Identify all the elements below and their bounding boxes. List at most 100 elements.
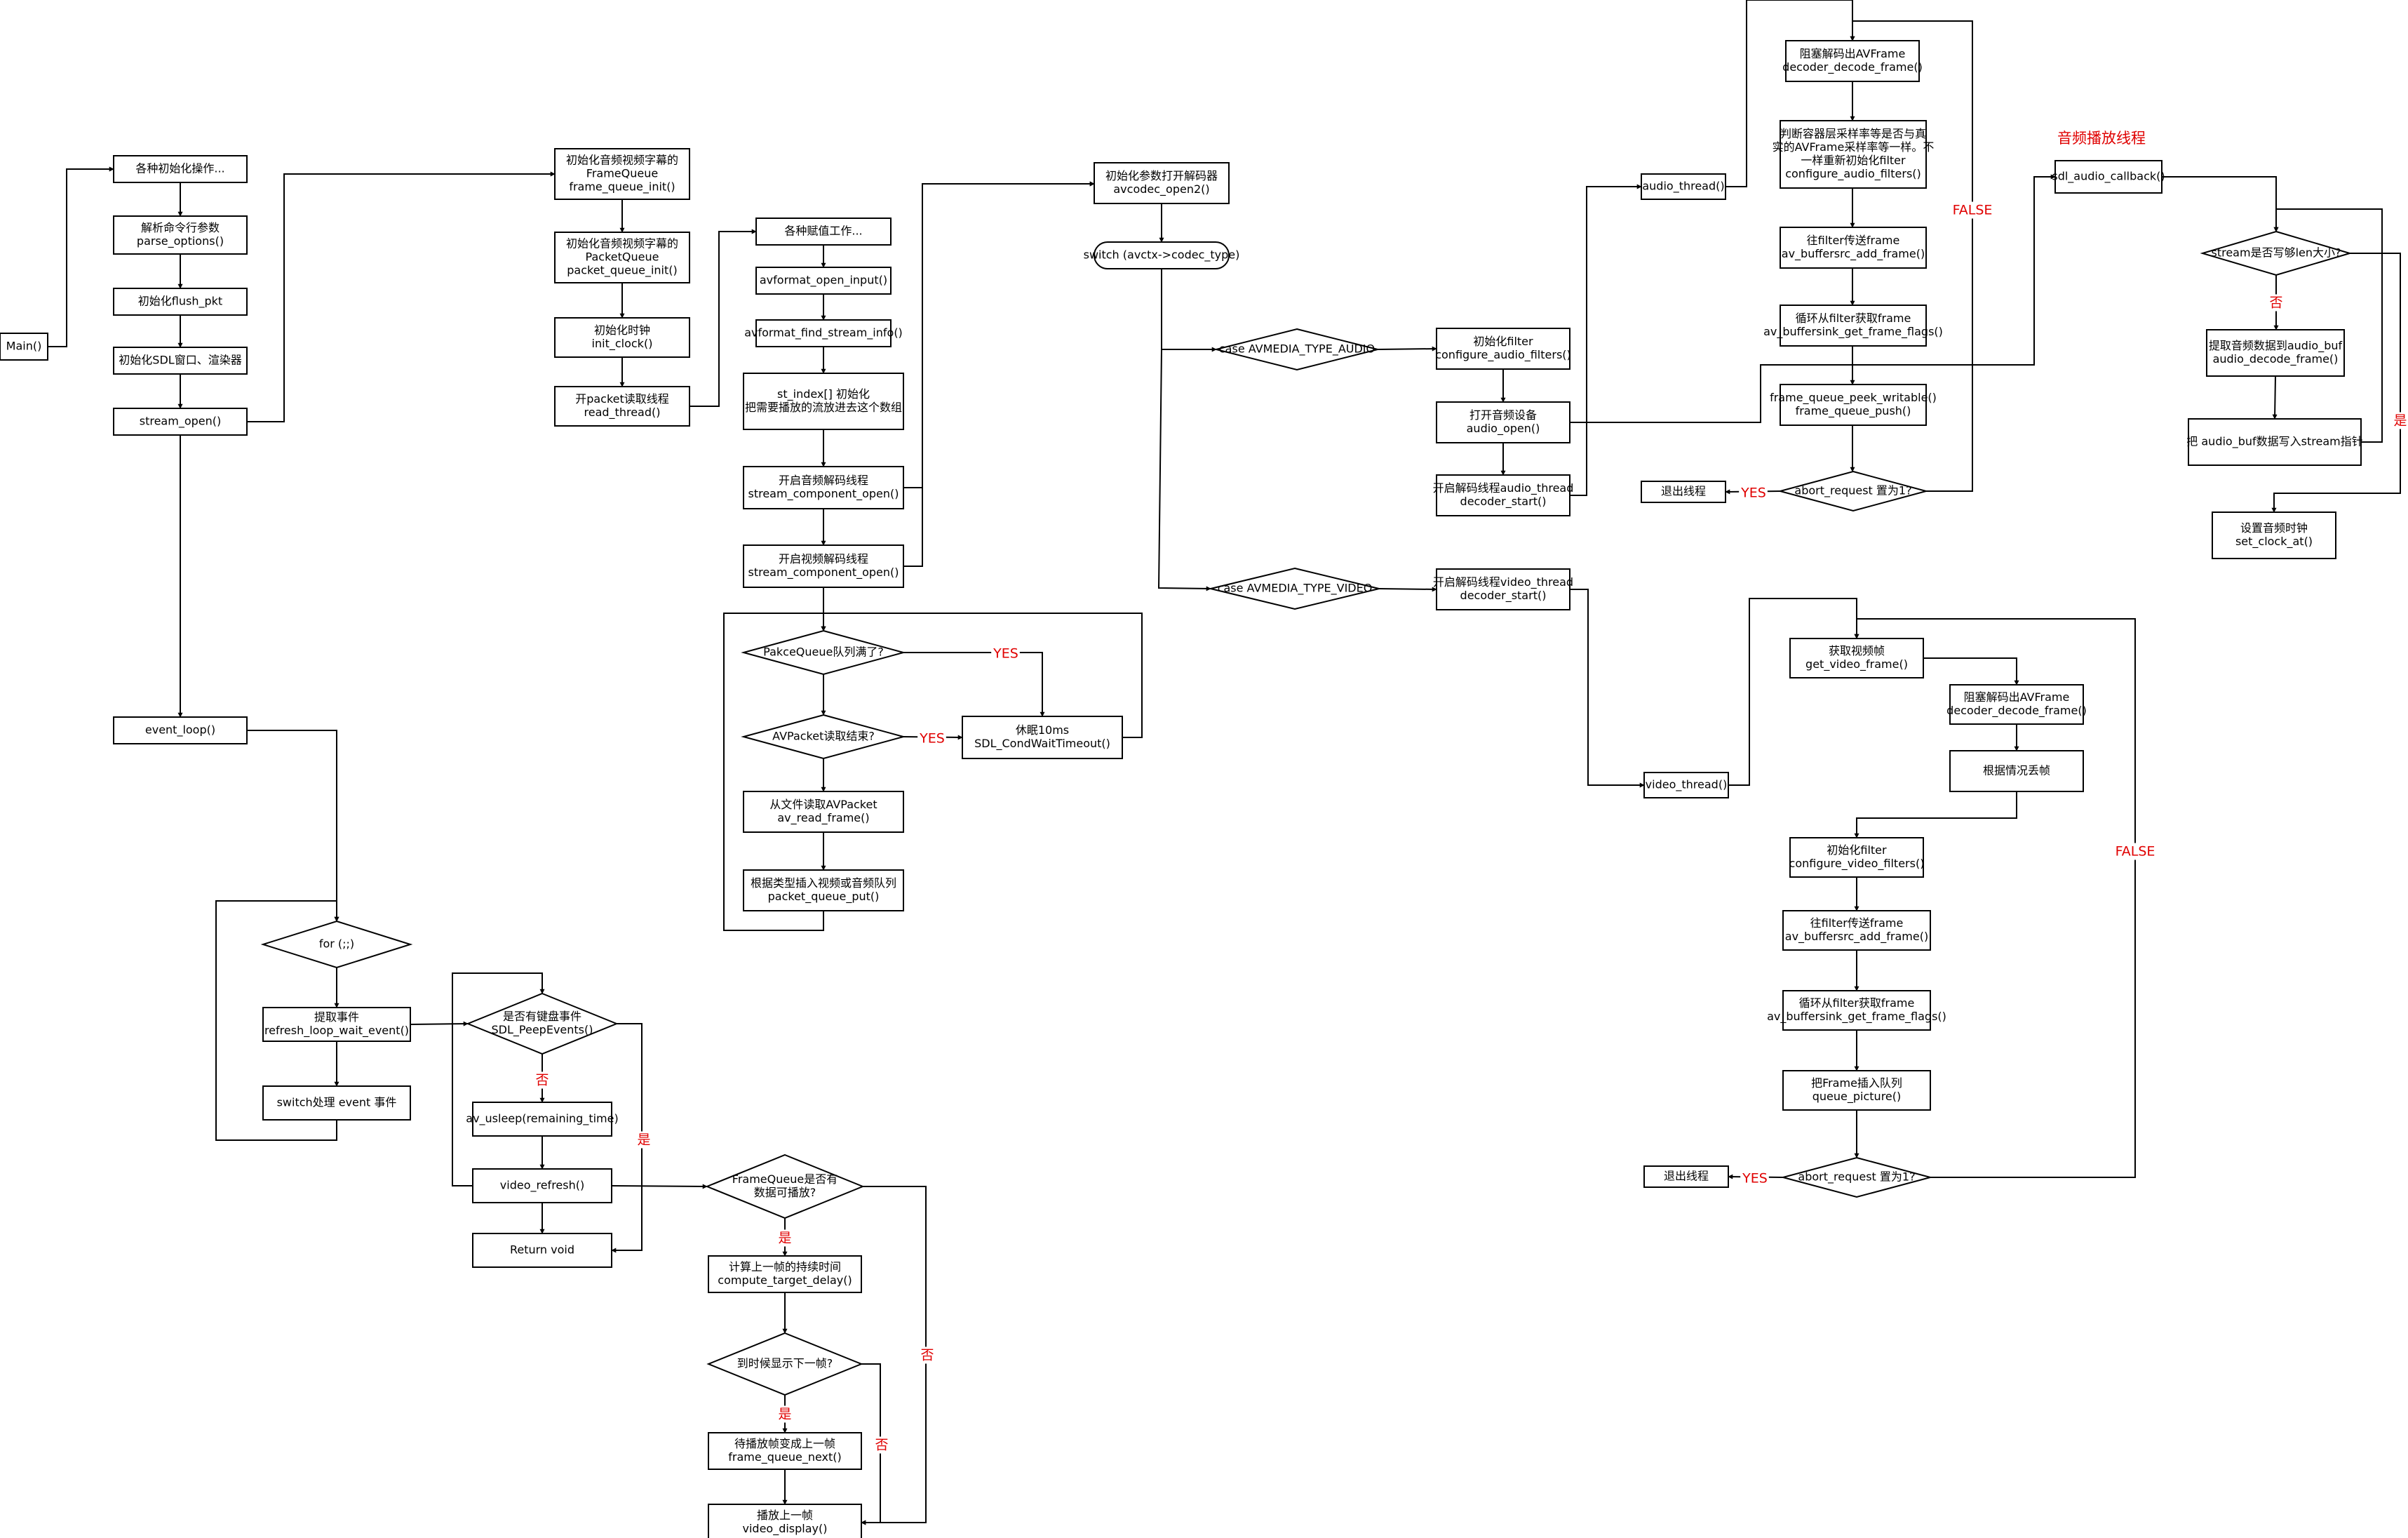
node-text: 往filter传送frame: [1810, 916, 1904, 930]
edge-label-peep-to-return_void: 是: [637, 1132, 650, 1148]
nodes-layer: Main()各种初始化操作...解析命令行参数parse_options()初始…: [0, 40, 2363, 1538]
node-shape: [1436, 328, 1570, 370]
node-text: init_clock(): [592, 337, 653, 351]
edge-label-bg: [2113, 843, 2157, 860]
node-text: 阻塞解码出AVFrame: [1964, 690, 2070, 704]
node-shape: [1949, 750, 2084, 792]
node-shape: [1780, 384, 1927, 426]
node-shape: [706, 1332, 863, 1396]
node-text: audio_thread(): [1642, 180, 1724, 194]
edge-label-bg: [2392, 412, 2408, 429]
node-text: 开启视频解码线程: [779, 552, 868, 566]
node-text: 退出线程: [1661, 485, 1706, 498]
edge-stream_open-to-fq_init: [247, 171, 556, 422]
node-a-push: frame_queue_peek_writable()frame_queue_p…: [1770, 384, 1937, 426]
node-shape: [2188, 418, 2362, 466]
node-write-stream: 把 audio_buf数据写入stream指针: [2186, 418, 2363, 466]
node-case-audio: case AVMEDIA_TYPE_AUDIO: [1216, 328, 1378, 371]
node-text: 从文件读取AVPacket: [769, 798, 877, 811]
node-text: decoder_decode_frame(): [1946, 704, 2087, 718]
node-shape: [113, 288, 248, 316]
node-text: 往filter传送frame: [1807, 234, 1900, 247]
node-text: stream_open(): [140, 415, 221, 429]
node-text: Return void: [510, 1243, 574, 1257]
node-text: frame_queue_init(): [569, 180, 675, 194]
node-shape: [554, 317, 690, 358]
node-text: 解析命令行参数: [141, 221, 220, 234]
edge-label-bg: [917, 730, 946, 747]
node-text: parse_options(): [137, 234, 224, 248]
node-text: 是否有键盘事件: [503, 1010, 581, 1023]
node-shape: [743, 791, 904, 833]
node-open-input: avformat_open_input(): [755, 267, 892, 295]
node-text: FrameQueue是否有: [732, 1172, 838, 1186]
node-shape: [743, 544, 904, 588]
node-text: av_buffersrc_add_frame(): [1782, 247, 1925, 261]
node-shape: [1643, 1165, 1729, 1188]
node-shape: [1436, 401, 1570, 443]
node-shape: [1782, 990, 1931, 1031]
node-sdl: 初始化SDL窗口、渲染器: [113, 347, 248, 375]
edge-label-bg: [2268, 294, 2285, 312]
edge-write_stream-to-len_check: [2273, 208, 2383, 443]
node-text: queue_picture(): [1812, 1090, 1902, 1104]
edge-switch_event-to-for_loop: [215, 900, 339, 1141]
node-text: switch (avctx->codec_type): [1084, 248, 1240, 262]
node-text: 根据情况丢帧: [1983, 764, 2050, 777]
node-text: 初始化flush_pkt: [138, 295, 222, 309]
node-text: sdl_audio_callback(): [2052, 170, 2165, 184]
node-text: stream是否写够len大小?: [2212, 246, 2341, 260]
edge-comp_open_v-to-codec_open: [903, 181, 1095, 567]
node-text: 提取音频数据到audio_buf: [2209, 339, 2343, 353]
node-pq-full: PakceQueue队列满了?: [741, 629, 906, 676]
node-text: 打开音频设备: [1469, 408, 1537, 422]
edge-label-time_next-to-video_display: 否: [875, 1438, 888, 1453]
node-text: av_read_frame(): [777, 811, 869, 825]
node-text: 到时候显示下一帧?: [737, 1357, 833, 1370]
edge-label-peep-to-usleep: 否: [535, 1073, 549, 1088]
node-shape: [2212, 511, 2336, 559]
node-stream-open: stream_open(): [113, 408, 248, 436]
node-shape: [962, 716, 1123, 759]
edge-label-v_abort-to-v_exit: YES: [1742, 1171, 1768, 1186]
edge-label-bg: [534, 1071, 551, 1089]
node-video-thread: video_thread(): [1643, 772, 1729, 798]
edge-video_thread-to-get_vframe: [1728, 598, 1859, 786]
node-text: 循环从filter获取frame: [1796, 312, 1911, 325]
edge-label-bg: [776, 1405, 793, 1423]
node-text: AVPacket读取结束?: [772, 730, 875, 743]
node-text: refresh_loop_wait_event(): [264, 1024, 409, 1038]
node-text: case AVMEDIA_TYPE_AUDIO: [1219, 342, 1375, 356]
node-text: avformat_open_input(): [760, 274, 887, 288]
edge-switch_codec-to-case_video: [1157, 349, 1211, 591]
node-shape: [554, 386, 690, 427]
node-v-abort: abort_request 置为1?: [1780, 1156, 1933, 1198]
edge-label-bg: [776, 1229, 793, 1247]
node-a-abort: abort_request 置为1?: [1777, 470, 1929, 512]
node-text: switch处理 event 事件: [277, 1096, 397, 1109]
node-shape: [113, 716, 248, 744]
node-shape: [262, 1007, 411, 1042]
node-text: 各种初始化操作...: [135, 162, 224, 175]
node-text: compute_target_delay(): [718, 1273, 852, 1288]
node-text: 把 audio_buf数据写入stream指针: [2186, 435, 2362, 449]
node-text: avformat_find_stream_info(): [744, 326, 903, 340]
edge-label-v_abort-to-get_vframe: FALSE: [2116, 844, 2155, 860]
node-shape: [113, 215, 248, 255]
edge-dec_start_a-to-audio_thread: [1570, 184, 1642, 496]
node-switch-codec: switch (avctx->codec_type): [1084, 241, 1240, 269]
